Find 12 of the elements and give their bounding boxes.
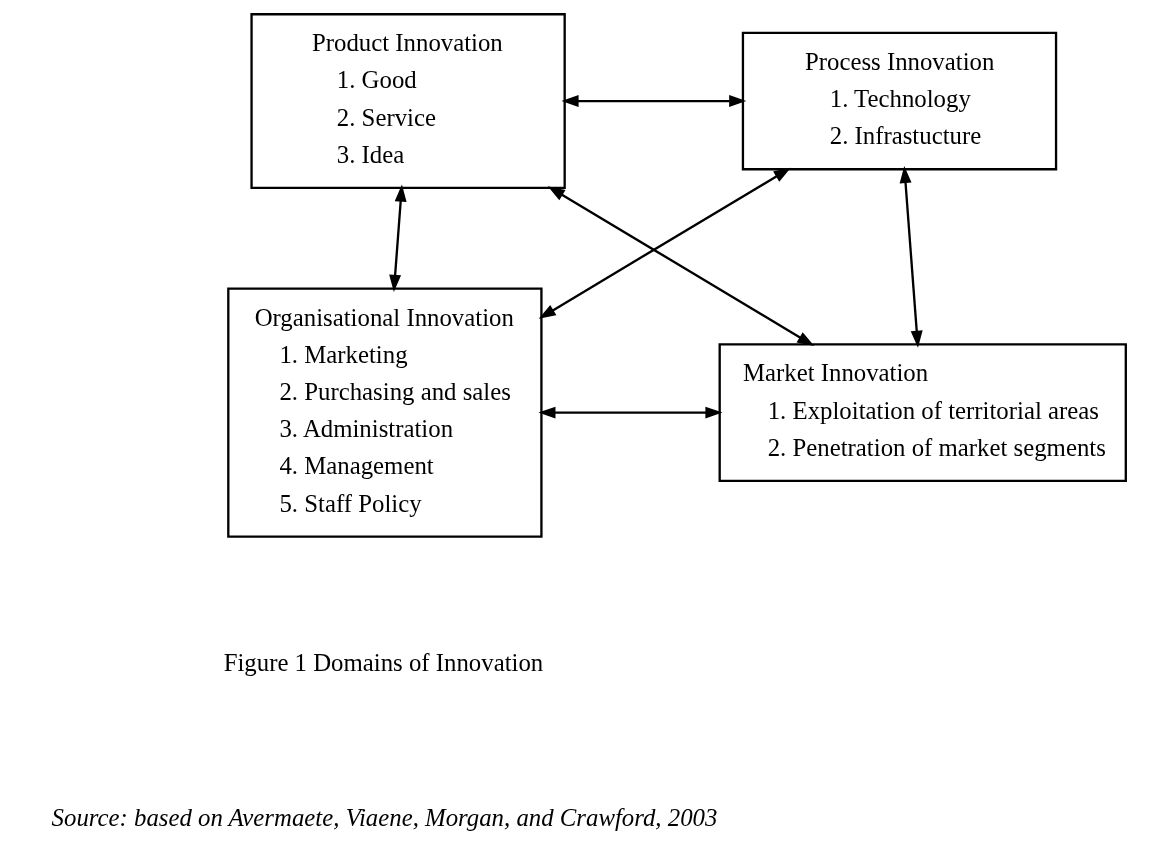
node-box: Organisational Innovation 1. Marketing 2. Purchasing and sales 3. Administration 4. Management 5. Staff Policy: [227, 287, 543, 538]
node-box: Process Innovation 1. Technology 2. Infrastucture: [741, 31, 1058, 171]
arrow: [561, 95, 747, 108]
arrow: [389, 184, 407, 292]
arrow: [538, 167, 791, 319]
arrow: [547, 186, 815, 347]
label: Figure 1 Domains of Innovation: [223, 649, 544, 677]
node-box: Product Innovation 1. Good 2. Service 3. Idea: [250, 13, 566, 190]
arrow: [899, 166, 923, 348]
arrow: [538, 406, 723, 419]
label: Source: based on Avermaete, Viaene, Morgan, and Crawford, 2003: [51, 804, 718, 832]
node-box: Market Innovation 1. Exploitation of territorial areas 2. Penetration of market segments: [718, 343, 1127, 482]
